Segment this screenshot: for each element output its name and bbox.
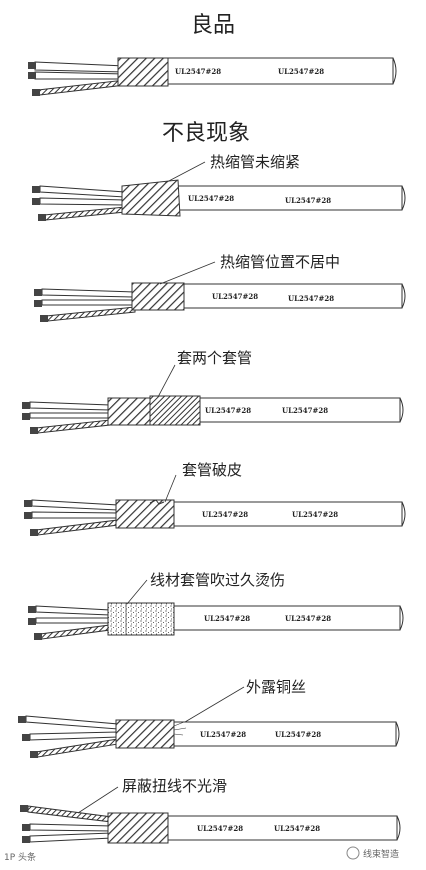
cable-print-8b: UL2547#28 [274, 824, 320, 833]
cable-print-8a: UL2547#28 [197, 824, 243, 833]
cable-print-1b: UL2547#28 [278, 67, 324, 76]
cable-defect-1: UL2547#28 UL2547#28 热缩管未缩紧 [32, 153, 406, 221]
defect-label-7: 屏蔽扭线不光滑 [122, 777, 227, 795]
defect-label-6: 外露铜丝 [246, 678, 306, 696]
watermark-left: 1P 头条 [4, 851, 36, 863]
cable-defect-6: UL2547#28 UL2547#28 外露铜丝 [18, 678, 400, 758]
cable-print-7a: UL2547#28 [200, 730, 246, 739]
cable-good: UL2547#28 UL2547#28 [28, 57, 397, 96]
cable-print-6b: UL2547#28 [285, 614, 331, 623]
defect-label-5: 线材套管吹过久烫伤 [150, 571, 285, 589]
cable-print-5a: UL2547#28 [202, 510, 248, 519]
defect-label-4: 套管破皮 [182, 461, 242, 479]
cable-print-7b: UL2547#28 [275, 730, 321, 739]
cable-print-2b: UL2547#28 [285, 196, 331, 205]
cable-print-1a: UL2547#28 [175, 67, 221, 76]
cable-print-2a: UL2547#28 [188, 194, 234, 203]
defect-label-1: 热缩管未缩紧 [210, 153, 300, 171]
defect-label-2: 热缩管位置不居中 [220, 253, 340, 271]
cable-print-6a: UL2547#28 [204, 614, 250, 623]
cable-defect-2: UL2547#28 UL2547#28 热缩管位置不居中 [34, 253, 406, 322]
watermark-right: 线束智造 [363, 848, 399, 860]
cable-print-4a: UL2547#28 [205, 406, 251, 415]
wechat-icon [346, 846, 360, 860]
good-title: 良品 [191, 13, 235, 38]
cable-defect-7: UL2547#28 UL2547#28 屏蔽扭线不光滑 [20, 777, 401, 844]
bad-title: 不良现象 [162, 121, 250, 146]
cable-defect-4: UL2547#28 UL2547#28 套管破皮 [24, 461, 406, 536]
defect-label-3: 套两个套管 [177, 349, 252, 367]
cable-defect-5: UL2547#28 UL2547#28 线材套管吹过久烫伤 [28, 571, 404, 640]
cable-print-3a: UL2547#28 [212, 292, 258, 301]
cable-print-3b: UL2547#28 [288, 294, 334, 303]
cable-print-5b: UL2547#28 [292, 510, 338, 519]
cable-print-4b: UL2547#28 [282, 406, 328, 415]
cable-defect-3: UL2547#28 UL2547#28 套两个套管 [22, 349, 404, 434]
